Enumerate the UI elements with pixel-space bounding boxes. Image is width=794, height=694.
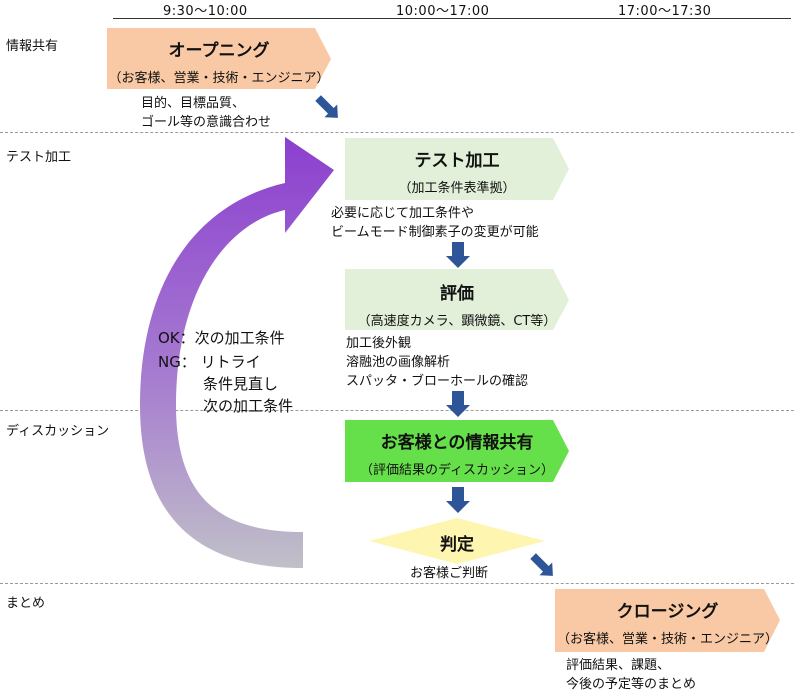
closing-note: 評価結果、課題、 今後の予定等のまとめ [566, 656, 696, 694]
opening-title: オープニング [168, 41, 270, 61]
eval-note: 加工後外観 溶融池の画像解析 スパッタ・ブローホールの確認 [346, 334, 528, 391]
time-slot-3: 17:00〜17:30 [618, 4, 712, 19]
loop-ng-line-3: 次の加工条件 [203, 397, 294, 415]
test-subtitle: （加工条件表準拠） [398, 181, 516, 196]
lane-label-summary: まとめ [6, 596, 46, 611]
note-line: 今後の予定等のまとめ [566, 677, 697, 692]
closing-title: クロージング [616, 602, 719, 622]
loop-ng-label: NG： リトライ [158, 353, 261, 371]
note-line: ゴール等の意識合わせ [141, 115, 272, 130]
time-slot-1: 9:30〜10:00 [163, 4, 248, 19]
share-step: お客様との情報共有 （評価結果のディスカッション） [345, 428, 569, 478]
opening-shape [107, 28, 331, 89]
header-rule [113, 18, 791, 19]
note-line: 溶融池の画像解析 [346, 355, 451, 370]
judge-shape [369, 518, 545, 564]
judge-title: 判定 [440, 535, 474, 555]
note-line: 必要に応じて加工条件や [331, 206, 475, 221]
closing-step: クロージング （お客様、営業・技術・エンジニア） [555, 597, 780, 647]
time-slot-2: 10:00〜17:00 [396, 4, 490, 19]
note-line: ビームモード制御素子の変更が可能 [331, 225, 539, 240]
opening-subtitle: （お客様、営業・技術・エンジニア） [108, 71, 330, 86]
note-line: 目的、目標品質、 [141, 96, 246, 111]
lane-label-discussion: ディスカッション [6, 424, 110, 439]
down-arrow-2 [446, 391, 470, 417]
test-step: テスト加工 （加工条件表準拠） [345, 146, 569, 196]
opening-step: オープニング （お客様、営業・技術・エンジニア） [107, 36, 331, 86]
note-line: 加工後外観 [346, 336, 412, 351]
lane-label-test: テスト加工 [6, 150, 72, 165]
judge-note: お客様ご判断 [410, 566, 489, 581]
diag-arrow-1 [315, 95, 338, 118]
share-subtitle: （評価結果のディスカッション） [359, 463, 555, 478]
closing-subtitle: （お客様、営業・技術・エンジニア） [556, 632, 778, 647]
opening-note: 目的、目標品質、 ゴール等の意識合わせ [141, 94, 271, 132]
share-title: お客様との情報共有 [380, 433, 534, 453]
lane-label-info: 情報共有 [6, 39, 59, 54]
down-arrow-3 [446, 487, 470, 513]
eval-subtitle: （高速度カメラ、顕微鏡、CT等） [357, 314, 557, 329]
eval-shape [345, 269, 569, 330]
note-line: スパッタ・ブローホールの確認 [346, 374, 529, 389]
loop-ok-label: OK：次の加工条件 [158, 329, 285, 347]
lane-divider [0, 132, 794, 133]
share-shape [345, 420, 569, 482]
eval-title: 評価 [440, 284, 474, 304]
eval-step: 評価 （高速度カメラ、顕微鏡、CT等） [345, 279, 569, 329]
down-arrow-1 [446, 242, 470, 268]
lane-divider [0, 410, 794, 411]
test-note: 必要に応じて加工条件や ビームモード制御素子の変更が可能 [331, 204, 539, 242]
loop-ng-line-2: 条件見直し [203, 375, 279, 393]
loop-arrow [140, 137, 334, 568]
lane-divider [0, 583, 794, 584]
test-shape [345, 138, 569, 200]
closing-shape [555, 589, 780, 652]
test-title: テスト加工 [414, 151, 500, 171]
diag-arrow-2 [530, 553, 553, 576]
note-line: 評価結果、課題、 [566, 658, 671, 673]
